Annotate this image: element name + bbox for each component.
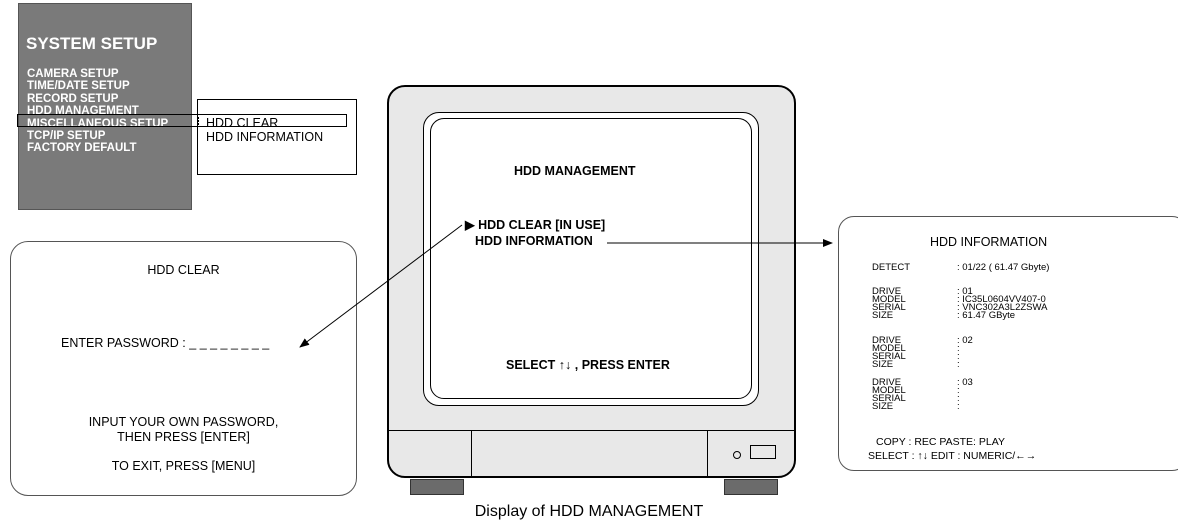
drive3-serial-value: : <box>957 393 960 404</box>
drive1-drive-value: : 01 <box>957 286 973 297</box>
info-footer-select-edit: SELECT : ↑↓ EDIT : NUMERIC/←→ <box>868 450 1037 462</box>
screen-option-hdd-information[interactable]: HDD INFORMATION <box>475 234 593 248</box>
menu-item-tcp-ip-setup[interactable]: TCP/IP SETUP <box>27 130 106 143</box>
drive2-model-label: MODEL <box>872 343 906 354</box>
drive3-drive-label: DRIVE <box>872 377 902 388</box>
system-setup-title: SYSTEM SETUP <box>26 34 158 53</box>
drive3-size-value: : <box>957 401 960 412</box>
drive2-serial-label: SERIAL <box>872 351 906 362</box>
password-label: ENTER PASSWORD : <box>61 336 186 350</box>
instruction-line-1: INPUT YOUR OWN PASSWORD, <box>88 415 279 429</box>
menu-item-record-setup[interactable]: RECORD SETUP <box>27 92 119 105</box>
power-button[interactable] <box>750 445 776 459</box>
drive1-serial-label: SERIAL <box>872 302 906 313</box>
drive1-model-value: : IC35L0604VV407-0 <box>957 294 1046 305</box>
info-footer-copy-paste: COPY : REC PASTE: PLAY <box>876 436 1005 448</box>
monitor-screen <box>423 112 759 406</box>
arrow-to-hdd-clear <box>299 224 463 348</box>
power-led-icon <box>733 451 741 459</box>
hdd-clear-panel: HDD CLEAR ENTER PASSWORD : _ _ _ _ _ _ _… <box>10 241 357 496</box>
drive3-model-label: MODEL <box>872 385 906 396</box>
menu-item-time-date-setup[interactable]: TIME/DATE SETUP <box>27 80 130 93</box>
drive2-model-value: : <box>957 343 960 354</box>
password-row: ENTER PASSWORD : _ _ _ _ _ _ _ _ <box>61 336 269 350</box>
exit-hint: TO EXIT, PRESS [MENU] <box>111 459 256 473</box>
drive3-size-label: SIZE <box>872 401 894 412</box>
monitor-bezel-line <box>388 430 794 431</box>
drive1-size-label: SIZE <box>872 310 894 321</box>
instruction-line-2: THEN PRESS [ENTER] <box>117 430 250 444</box>
monitor-screen-inner <box>430 118 752 399</box>
monitor-panel-divider-left <box>471 430 472 476</box>
screen-option-hdd-clear[interactable]: ▶ HDD CLEAR [IN USE] <box>465 218 606 232</box>
drive1-size-value: : 61.47 GByte <box>957 310 1016 321</box>
menu-item-camera-setup[interactable]: CAMERA SETUP <box>27 68 119 80</box>
drive3-drive-value: : 03 <box>957 377 973 388</box>
submenu-item-hdd-information[interactable]: HDD INFORMATION <box>206 130 324 144</box>
hdd-management-submenu: HDD CLEAR HDD INFORMATION <box>197 99 357 175</box>
drive2-size-value: : <box>957 359 960 370</box>
hdd-information-title: HDD INFORMATION <box>930 235 1048 249</box>
screen-title: HDD MANAGEMENT <box>514 164 636 178</box>
detect-label: DETECT <box>872 262 910 273</box>
selection-arrow-icon: ▶ <box>465 218 475 232</box>
password-field[interactable]: _ _ _ _ _ _ _ _ <box>189 336 270 350</box>
monitor-foot-right <box>724 479 778 495</box>
drive2-size-label: SIZE <box>872 359 894 370</box>
drive2-drive-value: : 02 <box>957 335 973 346</box>
drive2-serial-value: : <box>957 351 960 362</box>
drive2-drive-label: DRIVE <box>872 335 902 346</box>
drive1-model-label: MODEL <box>872 294 906 305</box>
hdd-clear-title: HDD CLEAR <box>147 263 220 277</box>
monitor-foot-left <box>410 479 464 495</box>
figure-caption: Display of HDD MANAGEMENT <box>474 503 704 520</box>
detect-value: : 01/22 ( 61.47 Gbyte) <box>957 262 1050 273</box>
monitor-panel-divider-right <box>707 430 708 476</box>
menu-item-factory-default[interactable]: FACTORY DEFAULT <box>27 142 137 155</box>
drive3-serial-label: SERIAL <box>872 393 906 404</box>
hdd-information-panel <box>838 216 1178 471</box>
drive1-serial-value: : VNC302A3L2ZSWA <box>957 302 1048 313</box>
selection-connector <box>197 117 203 125</box>
screen-footer: SELECT ↑↓ , PRESS ENTER <box>506 358 670 372</box>
drive3-model-value: : <box>957 385 960 396</box>
selection-highlight <box>17 114 347 127</box>
drive1-drive-label: DRIVE <box>872 286 902 297</box>
